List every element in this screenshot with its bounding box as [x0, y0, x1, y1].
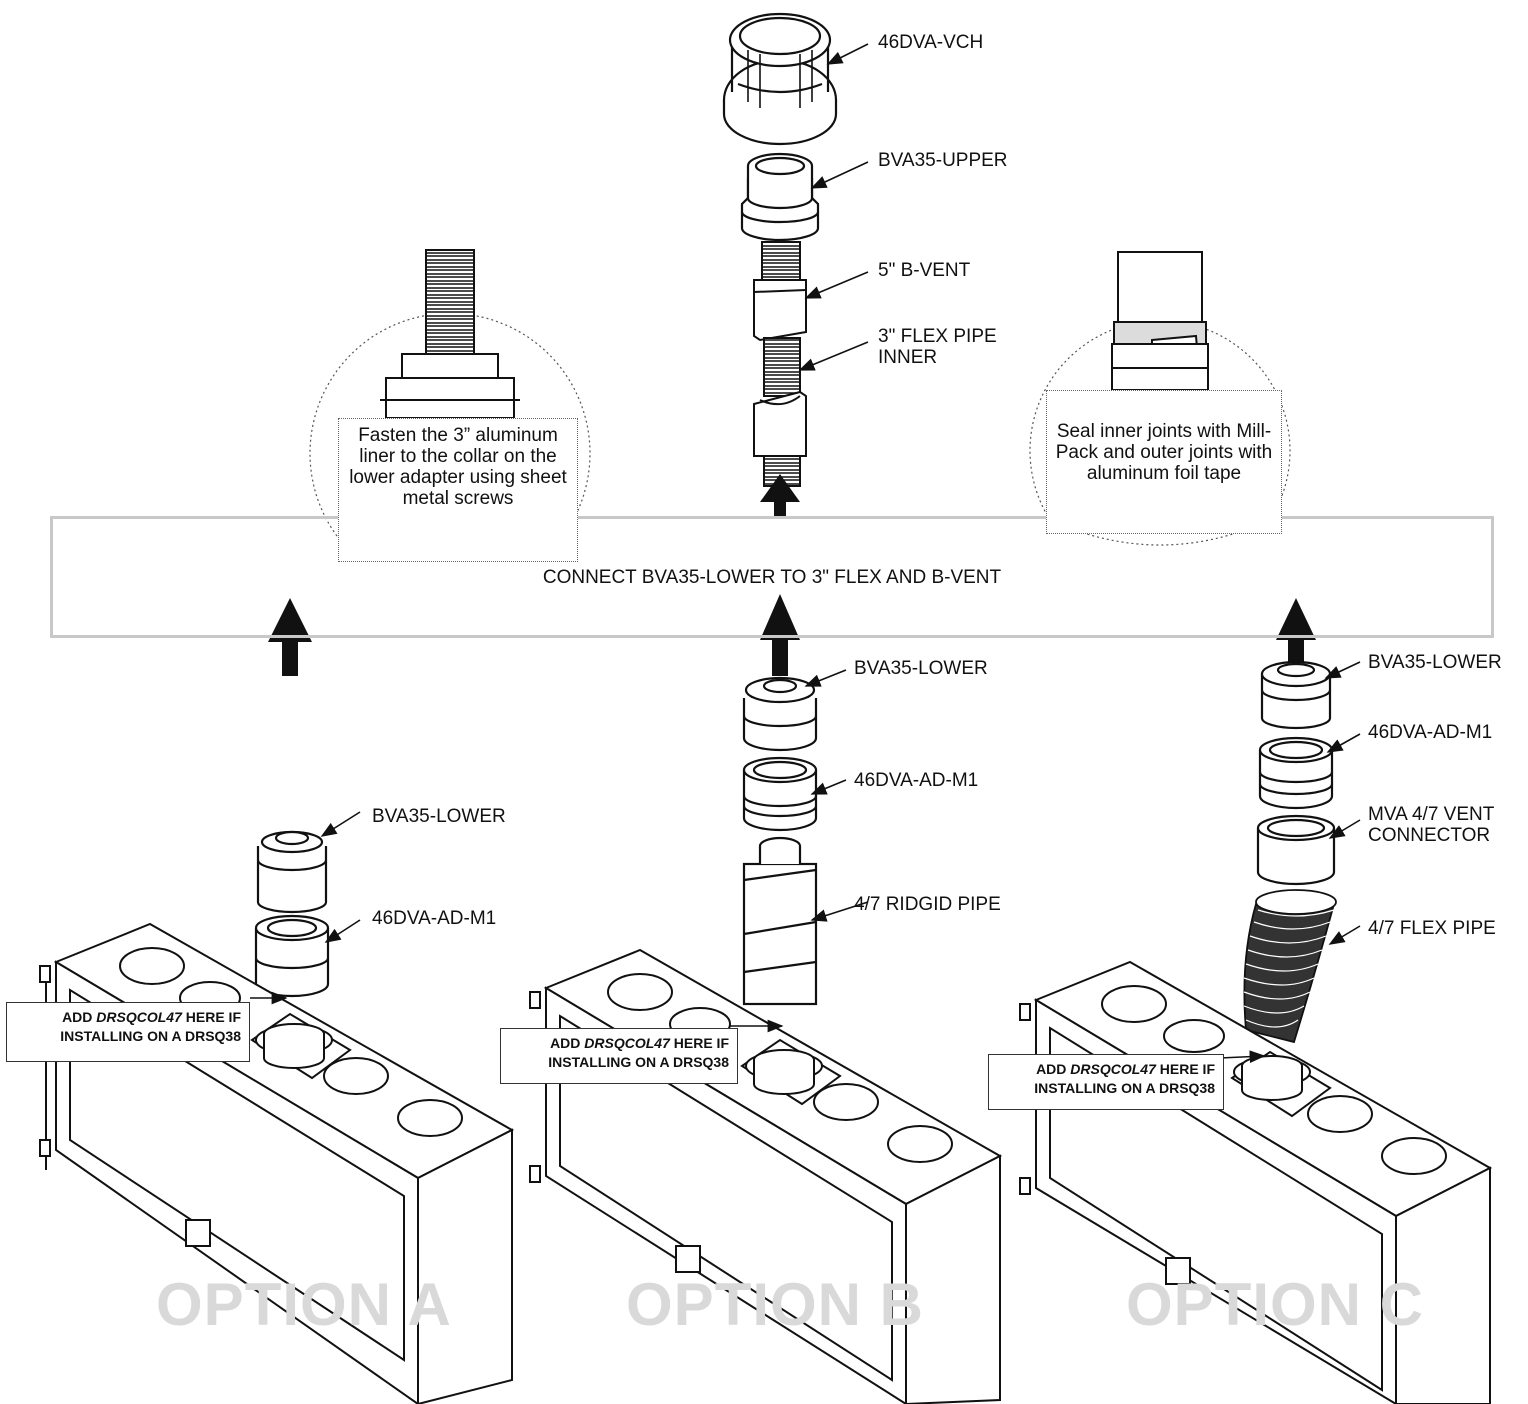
label-b-rigid-pipe: 4/7 RIDGID PIPE [854, 894, 1001, 915]
label-c-46dva-ad-m1: 46DVA-AD-M1 [1368, 722, 1493, 743]
label-c-vent-connector: MVA 4/7 VENT CONNECTOR [1368, 804, 1495, 846]
callout-c: ADD DRSQCOL47 HERE IF INSTALLING ON A DR… [988, 1054, 1224, 1110]
flex-bvent-assembly [753, 241, 807, 487]
label-b-46dva-ad-m1: 46DVA-AD-M1 [854, 770, 979, 791]
option-b-bva35-lower [742, 676, 818, 752]
option-b-46dva-ad-m1 [742, 756, 818, 832]
fireplace-a [39, 922, 515, 1404]
note-right: Seal inner joints with Mill-Pack and out… [1046, 390, 1282, 534]
label-c-flex-pipe: 4/7 FLEX PIPE [1368, 918, 1496, 939]
option-c-bva35-lower [1260, 660, 1332, 730]
label-46dva-vch: 46DVA-VCH [878, 32, 984, 53]
option-c-vent-connector [1256, 814, 1336, 886]
option-c-title: OPTION C [1126, 1271, 1425, 1338]
note-left: Fasten the 3” aluminum liner to the coll… [338, 418, 578, 562]
callout-a: ADD DRSQCOL47 HERE IF INSTALLING ON A DR… [6, 1002, 250, 1062]
option-a-46dva-ad-m1 [254, 914, 330, 998]
bva35-upper [740, 152, 820, 242]
callout-b: ADD DRSQCOL47 HERE IF INSTALLING ON A DR… [500, 1028, 738, 1084]
detail-circle-right [1029, 320, 1291, 546]
vent-cap-46dva-vch [722, 12, 838, 146]
option-b-title: OPTION B [626, 1271, 925, 1338]
label-5in-b-vent: 5" B-VENT [878, 260, 971, 281]
option-b-rigid-pipe [742, 836, 818, 1006]
option-c-46dva-ad-m1 [1258, 736, 1334, 810]
label-3in-flex-pipe-inner: 3" FLEX PIPE INNER [878, 326, 997, 368]
leader-lines [250, 43, 1361, 1064]
option-a-bva35-lower [256, 830, 328, 914]
banner-text: CONNECT BVA35-LOWER TO 3" FLEX AND B-VEN… [542, 567, 1002, 588]
detail-circle-left-content [380, 249, 520, 419]
label-b-bva35-lower: BVA35-LOWER [854, 658, 988, 679]
label-bva35-upper: BVA35-UPPER [878, 150, 1008, 171]
fireplace-b [529, 948, 1003, 1404]
label-c-bva35-lower: BVA35-LOWER [1368, 652, 1502, 673]
label-a-46dva-ad-m1: 46DVA-AD-M1 [372, 908, 497, 929]
label-a-bva35-lower: BVA35-LOWER [372, 806, 506, 827]
instruction-banner: CONNECT BVA35-LOWER TO 3" FLEX AND B-VEN… [50, 516, 1494, 638]
detail-circle-right-content [1111, 251, 1209, 391]
option-c-flex-pipe [1243, 889, 1337, 1044]
option-a-title: OPTION A [156, 1271, 452, 1338]
